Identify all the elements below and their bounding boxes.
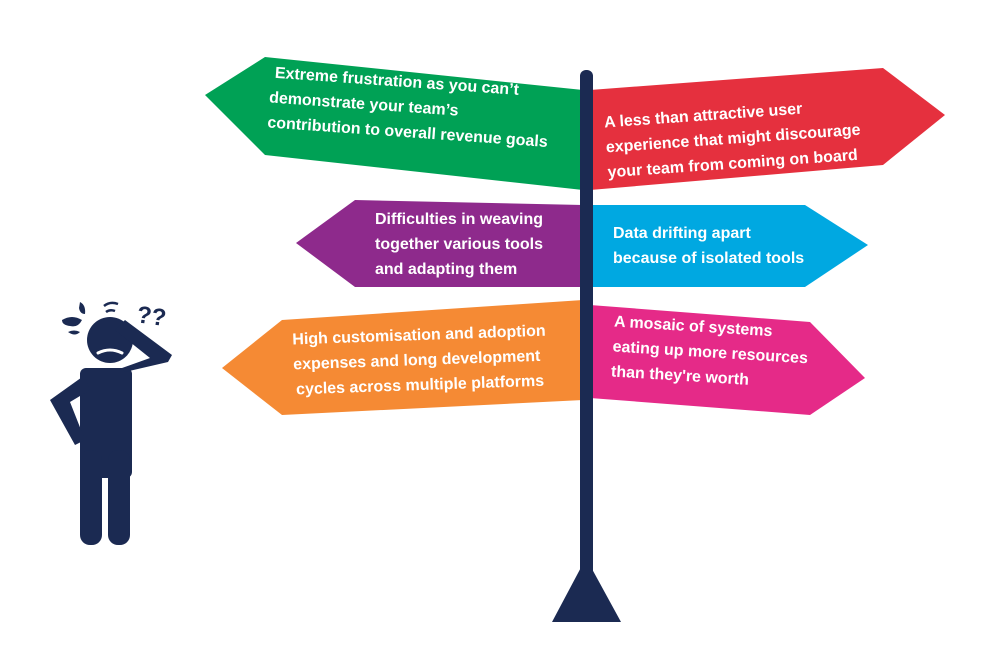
sign-green: Extreme frustration as you can’t demonst… [205,57,583,190]
sign-orange-arrow [222,300,583,415]
sign-cyan-arrow [590,205,868,287]
sign-text-line: together various tools [375,236,543,253]
sign-orange: High customisation and adoption expenses… [222,300,583,415]
pole-shaft [580,70,593,590]
sign-text-line: Data drifting apart [613,225,751,242]
confused-person-icon: ?? [50,301,172,545]
sign-cyan: Data drifting apart because of isolated … [590,205,868,287]
signpost-pole [552,70,621,622]
sign-purple: Difficulties in weaving together various… [296,200,583,287]
sign-purple-arrow [296,200,583,287]
sign-red: A less than attractive user experience t… [590,68,945,190]
sign-text-line: Difficulties in weaving [375,211,543,228]
sign-pink-arrow [590,305,865,415]
sign-green-arrow [205,57,583,190]
sign-text-line: and adapting them [375,261,517,278]
question-marks: ?? [135,301,168,332]
sign-red-arrow [590,68,945,190]
pole-base [552,558,621,622]
sign-pink: A mosaic of systems eating up more resou… [590,305,865,415]
sign-text-line: because of isolated tools [613,250,804,267]
